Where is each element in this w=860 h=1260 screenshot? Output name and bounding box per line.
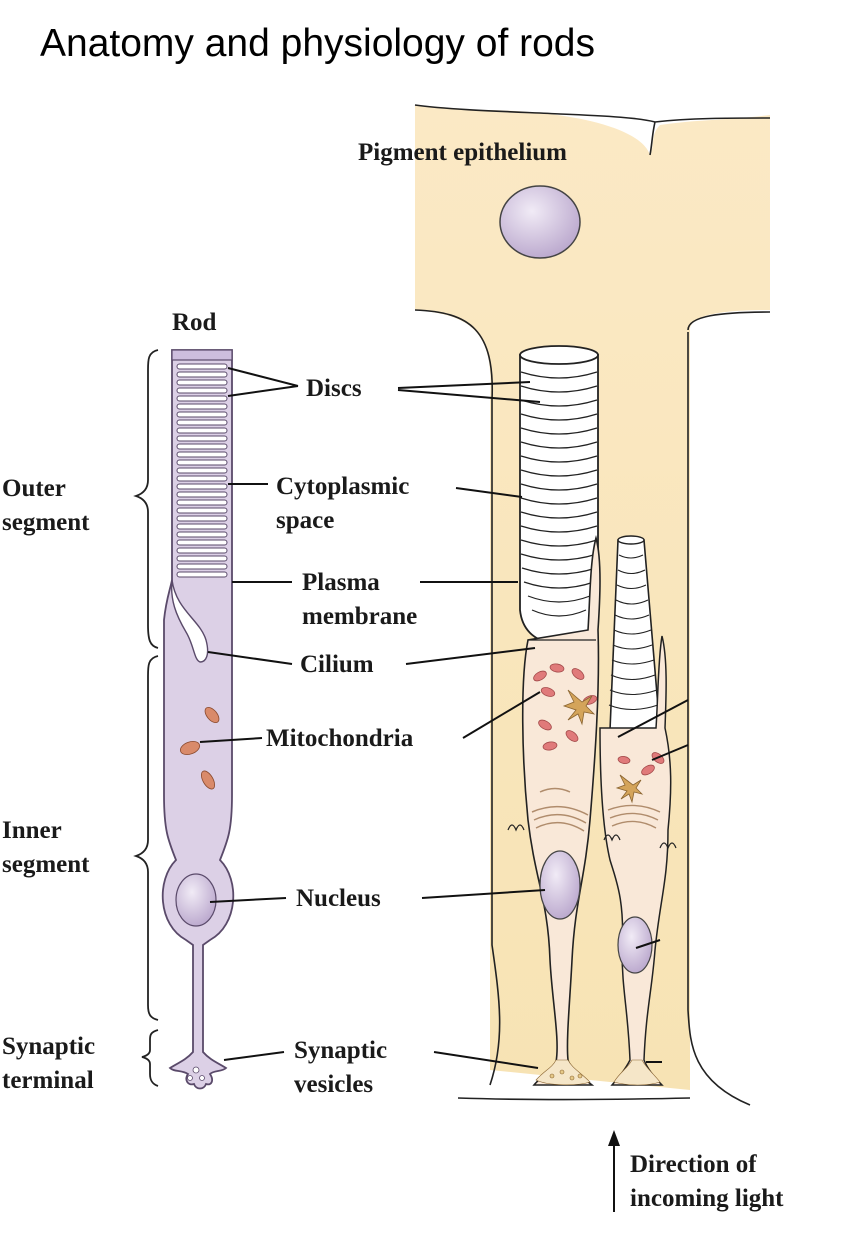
label-cilium: Cilium — [300, 651, 374, 678]
epithelium-nucleus — [499, 185, 581, 259]
label-synaptic: Synaptic — [2, 1033, 95, 1060]
rod-disc — [176, 387, 228, 394]
rod-mitochondria — [179, 706, 220, 790]
leader-lines — [199, 367, 689, 1069]
rod-disc — [176, 395, 228, 402]
label-cytoplasmic: Cytoplasmic — [276, 473, 409, 500]
rod-nucleus — [175, 873, 217, 927]
label-mitochondria: Mitochondria — [266, 725, 414, 752]
label-plasma: Plasma — [302, 569, 380, 596]
label-space: space — [276, 507, 334, 534]
label-membrane: membrane — [302, 603, 417, 630]
segment-braces — [133, 349, 159, 1087]
small-disc-lines — [608, 554, 659, 711]
light-direction-arrow — [608, 1130, 620, 1212]
rod-disc — [176, 555, 228, 562]
rod-disc — [176, 531, 228, 538]
rod-disc — [176, 499, 228, 506]
rod-disc — [176, 443, 228, 450]
rod-disc — [176, 379, 228, 386]
large-disc-lines — [520, 371, 598, 617]
rod-disc — [176, 491, 228, 498]
rod-disc — [176, 523, 228, 530]
large-rod-cell — [521, 534, 601, 1086]
large-rod-nucleus — [539, 850, 581, 920]
small-cone-nucleus — [617, 916, 653, 974]
rod-disc — [176, 363, 228, 370]
rod-disc — [176, 467, 228, 474]
label-outer: Outer — [2, 475, 66, 502]
label-rod: Rod — [172, 309, 217, 336]
large-rod-mitochondria — [533, 663, 598, 751]
label-synaptic-vesicles-1: Synaptic — [294, 1037, 387, 1064]
small-cone-cell — [599, 535, 672, 1086]
large-rod-terminal — [535, 1059, 591, 1086]
cone-large-outer-segment — [519, 345, 599, 643]
label-pigment-epithelium: Pigment epithelium — [358, 139, 567, 166]
rod-disc — [176, 563, 228, 570]
label-outer-segment: segment — [2, 509, 90, 536]
rod-disc — [176, 435, 228, 442]
rod-disc — [176, 371, 228, 378]
rod-disc — [176, 515, 228, 522]
label-inner: Inner — [2, 817, 62, 844]
rod-disc — [176, 483, 228, 490]
label-synaptic-vesicles-2: vesicles — [294, 1071, 373, 1098]
rod-disc — [176, 427, 228, 434]
rod-disc — [176, 459, 228, 466]
rod-disc — [176, 475, 228, 482]
rod-disc — [176, 539, 228, 546]
rod-disc — [176, 403, 228, 410]
label-discs: Discs — [306, 375, 362, 402]
label-terminal: terminal — [2, 1067, 94, 1094]
label-incoming-light: incoming light — [630, 1185, 784, 1212]
rod-disc — [176, 451, 228, 458]
rod-discs — [176, 363, 228, 578]
rod-disc — [176, 547, 228, 554]
label-direction-of: Direction of — [630, 1151, 757, 1178]
large-rod-golgi — [531, 787, 589, 832]
rod-disc — [176, 411, 228, 418]
page-title: Anatomy and physiology of rods — [40, 22, 595, 65]
rod-cell — [161, 349, 235, 1090]
microvilli — [507, 824, 677, 850]
rod-disc — [176, 571, 228, 578]
rod-disc — [176, 419, 228, 426]
label-nucleus: Nucleus — [296, 885, 381, 912]
label-inner-segment: segment — [2, 851, 90, 878]
rod-disc — [176, 507, 228, 514]
